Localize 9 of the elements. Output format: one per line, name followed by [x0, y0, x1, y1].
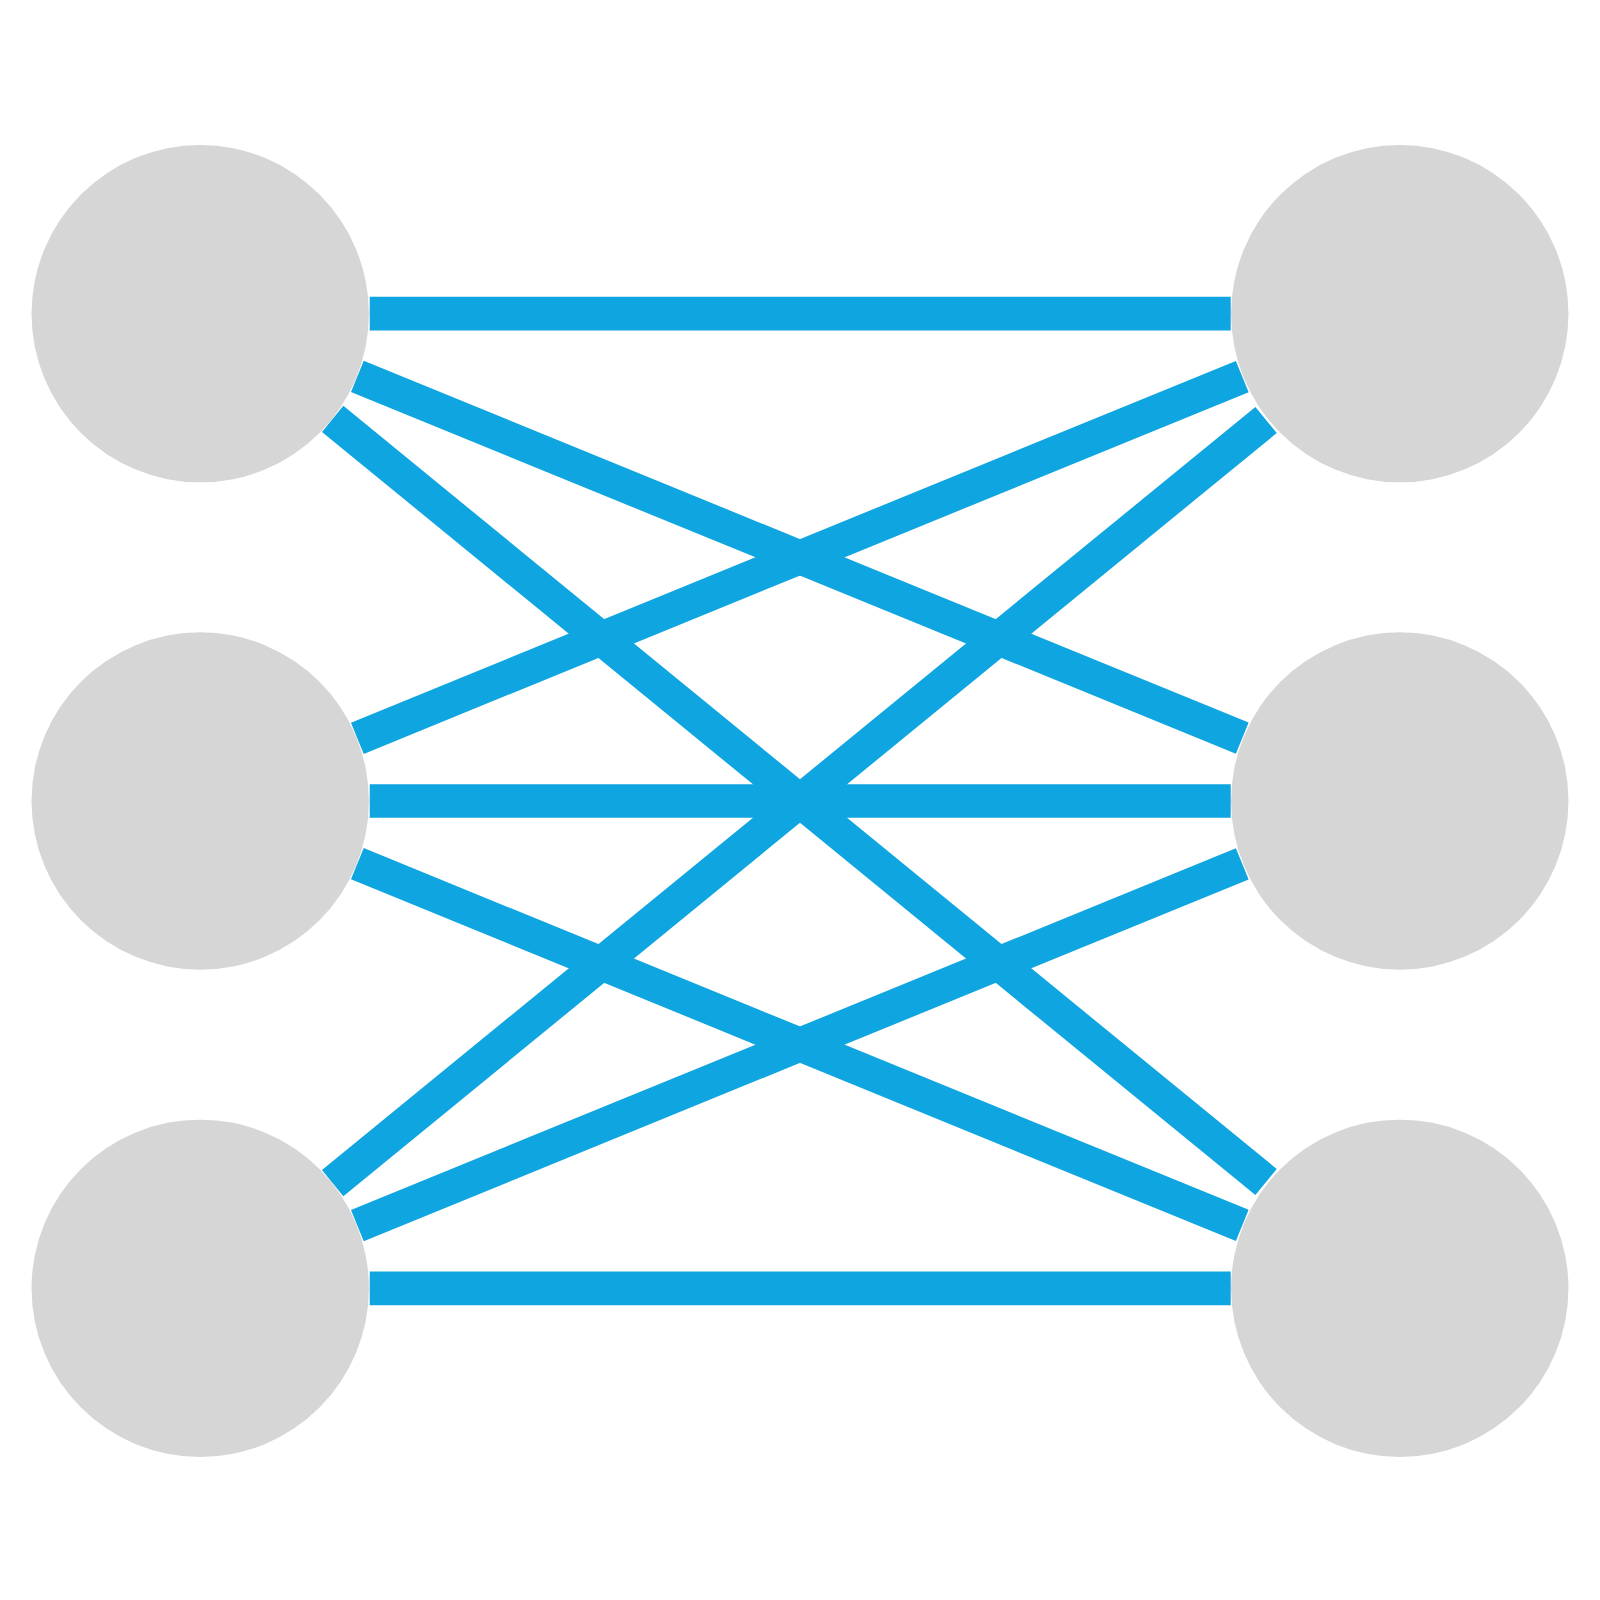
- node-circle: [31, 144, 369, 482]
- node-circle: [31, 631, 369, 969]
- connector: [369, 1270, 1231, 1305]
- node-circle: [31, 1118, 369, 1456]
- node-circle: [1231, 631, 1569, 969]
- connector: [369, 783, 1231, 817]
- node-circle: [1231, 1118, 1569, 1456]
- node-circle: [1231, 144, 1569, 482]
- connector: [369, 295, 1231, 330]
